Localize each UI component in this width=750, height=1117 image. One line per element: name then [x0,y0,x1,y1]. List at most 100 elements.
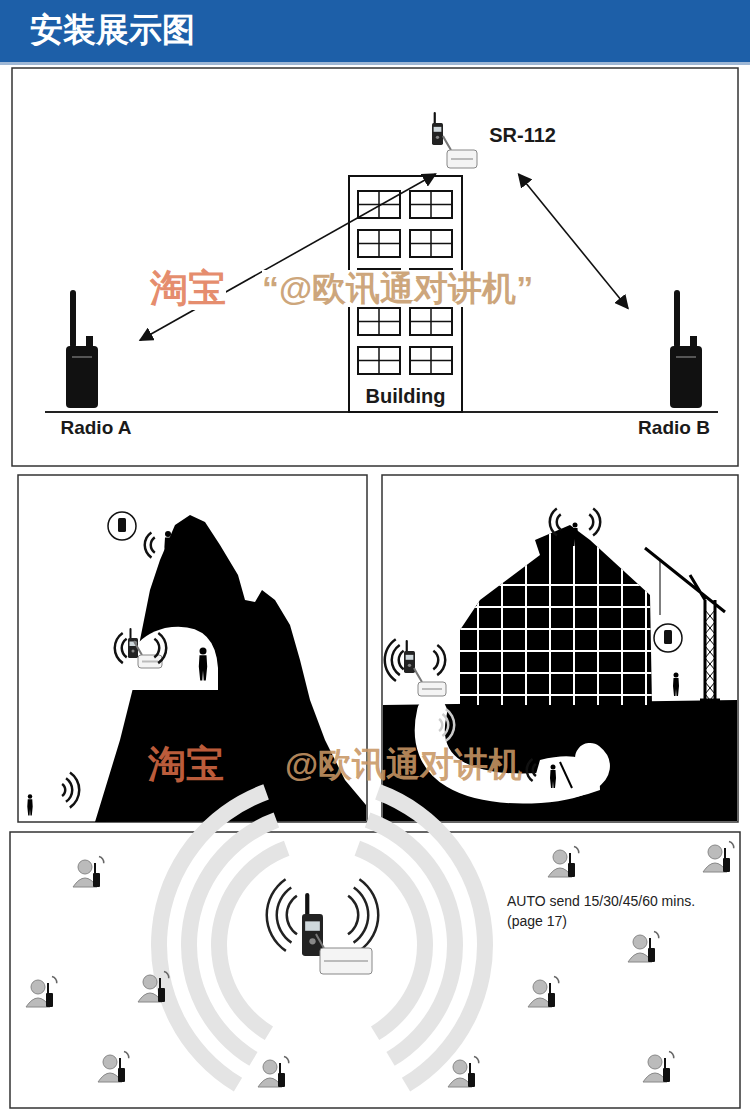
head [633,935,647,949]
screen [434,127,442,132]
head [31,980,45,994]
handheld-radio [128,628,138,658]
broadcast-arc [375,784,493,1091]
head [263,1060,277,1074]
cable [134,641,142,655]
floor [455,606,660,608]
window-bars [358,347,400,374]
mini-antenna [159,978,161,989]
signal-wave [61,783,66,797]
mini-wave [164,971,170,978]
window [358,347,400,374]
head [453,1060,467,1074]
screen [406,655,414,660]
box [447,150,477,168]
window-bars [410,230,452,257]
column [477,520,479,705]
window-bars [410,308,452,335]
column [573,520,575,705]
crane-hook [660,560,661,615]
window [358,230,400,257]
button [408,664,411,667]
column [621,520,623,705]
signal-wave [65,777,73,803]
user-icon [703,841,735,872]
handheld-radio [302,893,323,956]
box [418,682,446,696]
signal-wave [549,508,558,537]
crane-lattice [705,682,715,694]
handheld-radio [432,112,443,145]
mini-wave [284,1056,290,1063]
radio-node: Radio B [628,285,720,445]
floor [455,672,660,674]
header-rule [0,62,750,65]
handheld-radio [404,640,415,673]
pickaxe [560,762,572,788]
body [432,123,443,145]
window [410,191,452,218]
stripe [142,661,158,663]
window [410,230,452,257]
person-figure [27,794,32,815]
head [78,860,92,874]
signal-wave [143,531,152,558]
mini-radio [118,1068,125,1082]
body [550,770,556,788]
mini-antenna [47,983,49,994]
head [200,648,207,655]
broadcast-arc [355,841,433,1040]
signal-wave [445,708,455,742]
cable [414,668,422,682]
crane-lattice [705,658,715,670]
body [404,651,415,673]
mini-radio [46,993,53,1007]
signal-wave [157,632,167,664]
signal-wave [286,895,298,936]
tunnel-end [530,756,600,799]
head [533,980,547,994]
user-icon [73,856,105,887]
person-figure [199,648,207,681]
signal-wave [526,758,534,782]
head [648,1055,662,1069]
mini-antenna [94,863,96,874]
repeater-box [316,934,372,974]
mini-antenna [469,1063,471,1074]
repeater-box [443,136,477,168]
body [670,346,702,408]
signal-wave [266,878,287,952]
radio-icon [670,290,702,408]
signal-wave [436,644,446,676]
watermark: “@欧讯通对讲机” [262,270,533,307]
mini-radio [548,993,555,1007]
watermark: 淘宝 [148,744,224,786]
broadcast-arc [151,784,269,1091]
user-icon [138,971,170,1002]
column [525,520,527,705]
head [143,975,157,989]
mini-antenna [119,1058,121,1069]
stripe [422,688,442,690]
column [549,520,551,705]
mini-antenna [549,983,551,994]
speech-bubble [654,624,682,652]
user-icon [528,976,560,1007]
user-icon [643,1051,675,1082]
mini-antenna [569,853,571,864]
head [103,1055,117,1069]
body [128,638,138,658]
button [309,938,315,944]
window [358,308,400,335]
signal-wave [113,632,123,664]
node-label: Radio B [638,417,710,439]
body [572,528,578,546]
user-icon [98,1051,130,1082]
column [597,520,599,705]
button [436,136,439,139]
mini-wave [124,1051,130,1058]
mini-wave [554,976,560,983]
column [501,520,503,705]
panel-frame [12,68,738,466]
header-bar [0,0,750,62]
